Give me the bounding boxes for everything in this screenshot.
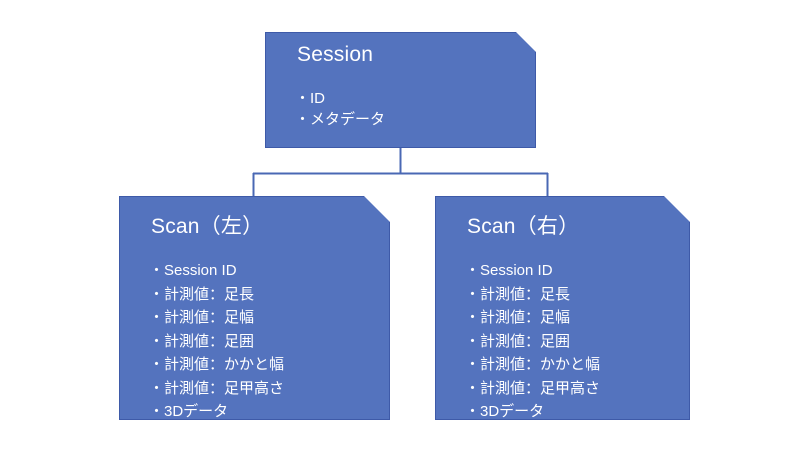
entity-field: ・計測値：足長 (149, 283, 284, 307)
entity-box-scan-left-fill (119, 196, 390, 420)
entity-field: ・計測値：足囲 (465, 330, 600, 354)
entity-box-session[interactable]: Session ・ID ・メタデータ (265, 32, 536, 148)
bullet-icon: ・ (465, 403, 481, 420)
entity-field-label: Session ID (164, 262, 237, 279)
entity-field-label: メタデータ (310, 111, 386, 128)
bullet-icon: ・ (149, 309, 165, 326)
entity-field-label: 計測値：足幅 (164, 309, 255, 326)
bullet-icon: ・ (465, 309, 481, 326)
entity-field-label: 計測値：かかと幅 (480, 356, 601, 373)
bullet-icon: ・ (149, 285, 165, 303)
bullet-icon: ・ (465, 379, 481, 397)
entity-field-label: ID (310, 90, 325, 107)
entity-field-label: 計測値：足幅 (480, 309, 571, 326)
entity-field-list-scan-left: ・Session ID ・計測値：足長 ・計測値：足幅 ・計測値：足囲 ・計測値… (149, 259, 284, 424)
entity-field-label: Session ID (480, 262, 553, 279)
entity-title-session: Session (297, 43, 374, 66)
entity-field: ・計測値：かかと幅 (149, 353, 284, 377)
entity-field: ・3Dデータ (465, 400, 600, 424)
entity-field: ・メタデータ (295, 109, 385, 130)
bullet-icon: ・ (465, 262, 481, 279)
bullet-icon: ・ (465, 332, 481, 350)
entity-field-list-session: ・ID ・メタデータ (295, 88, 385, 130)
bullet-icon: ・ (149, 332, 165, 350)
entity-field: ・ID (295, 88, 385, 109)
entity-field-label: 計測値：かかと幅 (164, 356, 285, 373)
bullet-icon: ・ (149, 403, 165, 420)
entity-field-label: 3Dデータ (164, 403, 229, 420)
entity-box-session-fill (265, 32, 536, 148)
bullet-icon: ・ (149, 379, 165, 397)
entity-field-label: 計測値：足甲高さ (480, 379, 601, 397)
entity-field: ・Session ID (149, 259, 284, 283)
entity-field-label: 計測値：足長 (164, 285, 255, 303)
entity-box-scan-left[interactable]: Scan（左） ・Session ID ・計測値：足長 ・計測値：足幅 ・計測値… (119, 196, 390, 420)
entity-box-scan-right-fill (435, 196, 690, 420)
bullet-icon: ・ (149, 262, 165, 279)
entity-title-scan-left: Scan（左） (151, 215, 264, 238)
entity-field: ・計測値：足長 (465, 283, 600, 307)
bullet-icon: ・ (465, 285, 481, 303)
entity-field-label: 計測値：足長 (480, 285, 571, 303)
entity-field-label: 3Dデータ (480, 403, 545, 420)
entity-field: ・3Dデータ (149, 400, 284, 424)
bullet-icon: ・ (295, 90, 311, 107)
entity-field: ・計測値：足甲高さ (149, 377, 284, 401)
entity-box-scan-right[interactable]: Scan（右） ・Session ID ・計測値：足長 ・計測値：足幅 ・計測値… (435, 196, 690, 420)
entity-field-label: 計測値：足甲高さ (164, 379, 285, 397)
entity-field-label: 計測値：足囲 (480, 332, 571, 350)
entity-title-scan-right: Scan（右） (467, 215, 580, 238)
entity-field: ・計測値：かかと幅 (465, 353, 600, 377)
entity-field: ・計測値：足囲 (149, 330, 284, 354)
bullet-icon: ・ (295, 111, 311, 128)
entity-field-label: 計測値：足囲 (164, 332, 255, 350)
entity-field: ・Session ID (465, 259, 600, 283)
entity-field: ・計測値：足甲高さ (465, 377, 600, 401)
entity-field: ・計測値：足幅 (465, 306, 600, 330)
entity-field: ・計測値：足幅 (149, 306, 284, 330)
bullet-icon: ・ (149, 356, 165, 373)
entity-field-list-scan-right: ・Session ID ・計測値：足長 ・計測値：足幅 ・計測値：足囲 ・計測値… (465, 259, 600, 424)
bullet-icon: ・ (465, 356, 481, 373)
